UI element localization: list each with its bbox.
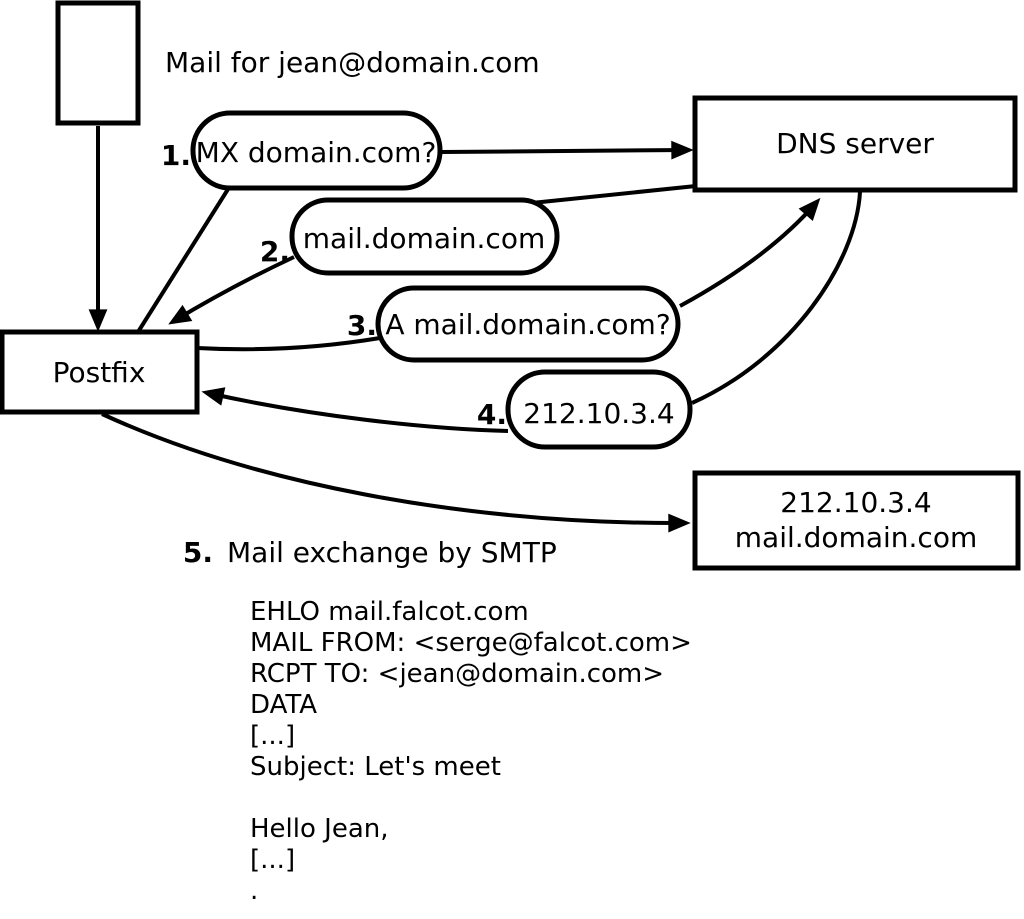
step5-number: 5. <box>183 536 213 569</box>
step5-label: Mail exchange by SMTP <box>227 536 557 569</box>
step3-number: 3. <box>347 309 377 342</box>
postfix-box <box>0 329 200 415</box>
arrow-query1-to-dns <box>440 140 694 160</box>
response2-pill <box>289 197 560 276</box>
mail-server-ip-label: 212.10.3.4 <box>780 486 931 519</box>
response4-pill <box>505 369 693 450</box>
query3-label: A mail.domain.com? <box>385 308 670 341</box>
line-postfix-to-query1 <box>136 184 232 334</box>
line-postfix-to-query3 <box>196 336 381 352</box>
query1-pill <box>190 110 443 191</box>
dns-server-box <box>692 95 1018 193</box>
incoming-mail-box <box>55 0 141 126</box>
response4-label: 212.10.3.4 <box>523 397 674 430</box>
dns-server-label: DNS server <box>776 127 934 160</box>
query1-label: MX domain.com? <box>196 136 437 169</box>
arrow-postfix-to-mailserver <box>101 412 691 533</box>
mail-server-box <box>692 470 1021 571</box>
labels: Mail for jean@domain.com Postfix DNS ser… <box>53 46 978 569</box>
connectors <box>88 126 862 533</box>
step1-number: 1. <box>161 139 191 172</box>
smtp-session-transcript: EHLO mail.falcot.com MAIL FROM: <serge@f… <box>250 597 692 906</box>
shapes <box>0 0 1021 571</box>
query3-pill <box>375 285 681 363</box>
arrow-response2-to-postfix <box>168 255 295 325</box>
mail-server-host-label: mail.domain.com <box>735 521 977 554</box>
mail-for-note: Mail for jean@domain.com <box>165 46 540 79</box>
line-dns-to-response2 <box>521 184 697 206</box>
step2-number: 2. <box>260 235 290 268</box>
response2-label: mail.domain.com <box>303 222 545 255</box>
step4-number: 4. <box>477 398 507 431</box>
line-dns-to-response4 <box>691 191 862 405</box>
arrow-response4-to-postfix <box>201 387 509 433</box>
arrow-query3-to-dns <box>679 197 821 308</box>
postfix-label: Postfix <box>53 356 146 389</box>
